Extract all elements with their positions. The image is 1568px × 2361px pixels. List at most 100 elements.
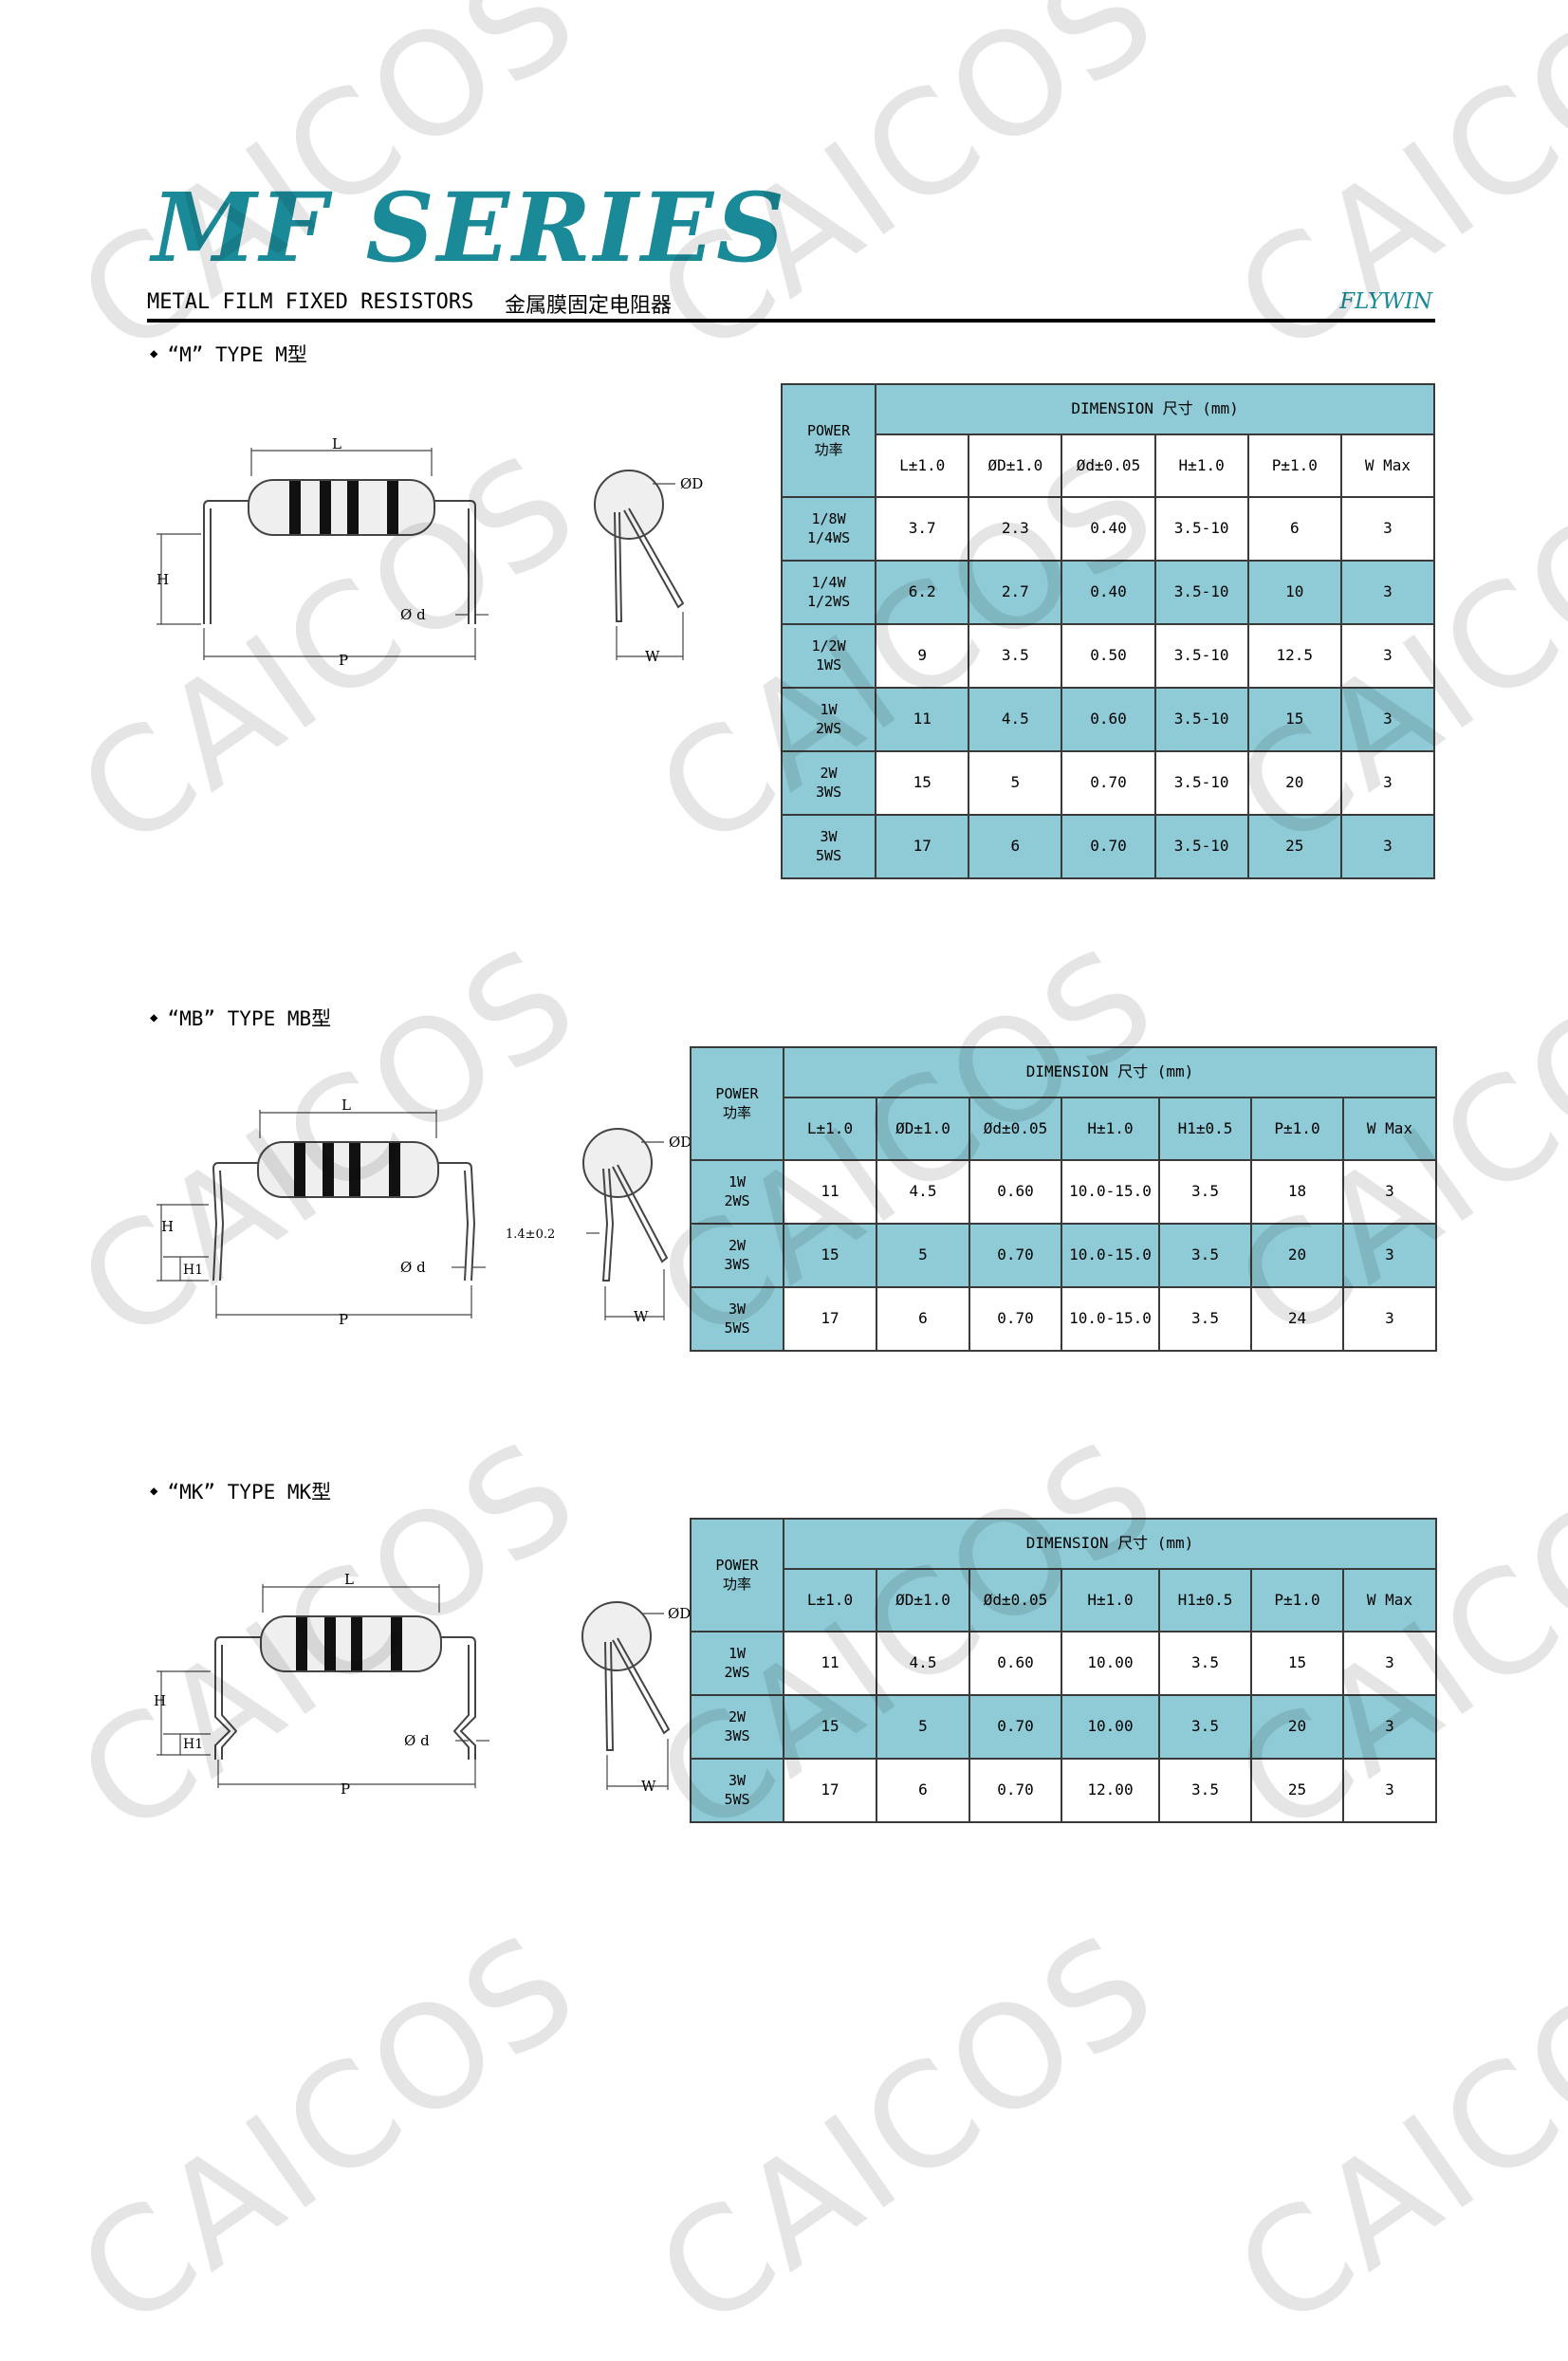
table-cell: 3.5	[1158, 1758, 1252, 1823]
table-cell: 5	[876, 1694, 970, 1760]
table-cell: 5	[876, 1223, 970, 1288]
table-cell: 20	[1250, 1223, 1344, 1288]
table-cell: 3	[1342, 1631, 1437, 1696]
power-header: POWER 功率	[690, 1518, 784, 1632]
table-cell: 15	[783, 1223, 877, 1288]
brand-name: FLYWIN	[1339, 289, 1432, 314]
dimension-header: DIMENSION 尺寸 (mm)	[783, 1518, 1437, 1570]
table-cell: 6.2	[875, 560, 970, 625]
column-header: H±1.0	[1061, 1097, 1160, 1161]
table-cell: 3.5-10	[1153, 687, 1249, 752]
table-cell: 11	[875, 687, 970, 752]
watermark: CAICOS	[50, 1902, 607, 2361]
table-cell: 0.70	[968, 1286, 1062, 1352]
column-header: W Max	[1342, 1097, 1437, 1161]
table-cell: 2.7	[968, 560, 1063, 625]
table-cell: 12.00	[1061, 1758, 1160, 1823]
watermark: CAICOS	[629, 1902, 1186, 2361]
table-cell: 3	[1339, 750, 1436, 816]
m-type-resistor-diagram: L H Ø d P	[157, 435, 489, 669]
column-header: H±1.0	[1061, 1568, 1160, 1632]
dim-label-p: P	[341, 1780, 350, 1798]
table-cell: 25	[1246, 814, 1342, 879]
dimension-header: DIMENSION 尺寸 (mm)	[875, 383, 1435, 435]
table-cell: 3.5	[1158, 1223, 1252, 1288]
table-cell: 3.5	[968, 623, 1063, 689]
table-cell: 0.70	[968, 1223, 1062, 1288]
table-cell: 3	[1339, 496, 1436, 562]
table-cell: 3.5-10	[1153, 623, 1249, 689]
table-cell: 20	[1246, 750, 1342, 816]
column-header: Ød±0.05	[1061, 433, 1156, 498]
column-header: ØD±1.0	[968, 433, 1063, 498]
table-cell: 10.00	[1061, 1694, 1160, 1760]
dim-label-h1: H1	[183, 1737, 203, 1752]
table-cell: 17	[783, 1286, 877, 1352]
table-cell: 3.5-10	[1153, 560, 1249, 625]
section-heading-mk: ◆ “MK” TYPE MK型	[150, 1477, 331, 1505]
table-cell: 3	[1342, 1694, 1437, 1760]
column-header: P±1.0	[1250, 1568, 1344, 1632]
table-cell: 3	[1339, 814, 1436, 879]
dimension-header: DIMENSION 尺寸 (mm)	[783, 1046, 1437, 1098]
dim-label-d: Ø d	[404, 1732, 430, 1749]
watermark: CAICOS	[1208, 0, 1568, 388]
subtitle-chinese: 金属膜固定电阻器	[505, 294, 673, 318]
table-cell: 15	[1250, 1631, 1344, 1696]
section-heading-text: “M” TYPE M型	[167, 343, 307, 366]
dim-label-w: W	[634, 1308, 649, 1325]
column-header: P±1.0	[1246, 433, 1342, 498]
table-cell: 0.70	[968, 1758, 1062, 1823]
column-header: P±1.0	[1250, 1097, 1344, 1161]
table-cell: 4.5	[968, 687, 1063, 752]
table-cell: 3	[1342, 1758, 1437, 1823]
table-cell: 12.5	[1246, 623, 1342, 689]
diamond-bullet-icon: ◆	[150, 1010, 158, 1025]
dim-label-p: P	[339, 1311, 348, 1328]
table-cell: 3.5-10	[1153, 814, 1249, 879]
table-cell: 0.60	[968, 1631, 1062, 1696]
subtitle-english: METAL FILM FIXED RESISTORS	[147, 290, 474, 314]
section-heading-text: “MK” TYPE MK型	[167, 1481, 332, 1503]
table-cell: 3.5	[1158, 1694, 1252, 1760]
table-cell: 3.5-10	[1153, 750, 1249, 816]
column-header: L±1.0	[783, 1097, 877, 1161]
diamond-bullet-icon: ◆	[150, 1484, 158, 1499]
table-cell: 3	[1342, 1286, 1437, 1352]
table-cell: 18	[1250, 1159, 1344, 1225]
m-type-dimension-table: POWER 功率 DIMENSION 尺寸 (mm) L±1.0 ØD±1.0 …	[780, 383, 1436, 879]
dim-label-h: H	[154, 1692, 166, 1709]
table-cell: 3	[1342, 1159, 1437, 1225]
section-heading-m: ◆ “M” TYPE M型	[150, 340, 307, 368]
table-cell: 10.0-15.0	[1061, 1223, 1160, 1288]
table-cell: 5	[968, 750, 1063, 816]
table-cell: 0.40	[1061, 496, 1156, 562]
diamond-bullet-icon: ◆	[150, 346, 158, 361]
table-cell: 0.60	[1061, 687, 1156, 752]
column-header: Ød±0.05	[968, 1097, 1062, 1161]
mk-type-dimension-table: POWER 功率 DIMENSION 尺寸 (mm) L±1.0 ØD±1.0 …	[690, 1518, 1437, 1823]
dim-label-diameter: ØD	[669, 1134, 692, 1151]
column-header: Ød±0.05	[968, 1568, 1062, 1632]
table-cell: 3.5	[1158, 1159, 1252, 1225]
table-cell: 3.5-10	[1153, 496, 1249, 562]
column-header: W Max	[1342, 1568, 1437, 1632]
table-cell: 6	[876, 1286, 970, 1352]
table-cell: 11	[783, 1631, 877, 1696]
table-cell: 10.0-15.0	[1061, 1159, 1160, 1225]
column-header: W Max	[1339, 433, 1436, 498]
table-cell: 3	[1339, 687, 1436, 752]
table-cell: 6	[968, 814, 1063, 879]
